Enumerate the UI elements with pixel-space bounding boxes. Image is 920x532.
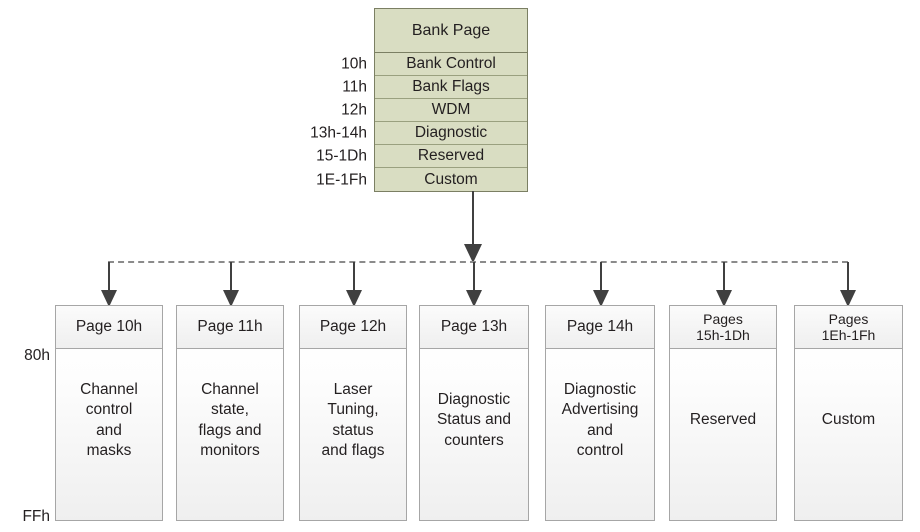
page-box-body-14h: Diagnostic Advertising and control: [561, 380, 639, 459]
bank-page-header: Bank Page: [375, 9, 527, 53]
page-box-body-11h: Channel state, flags and monitors: [198, 380, 262, 459]
trunk-connector-line: [472, 191, 474, 247]
page-box-title-11h: Page 11h: [177, 306, 283, 349]
bank-row-label-reserved: Reserved: [417, 147, 485, 165]
bank-row-label-bank-flags: Bank Flags: [412, 78, 490, 96]
page-box-15h-1dh[interactable]: Pages 15h-1Dh Reserved: [669, 305, 777, 521]
bank-row-address-12h: 12h: [341, 101, 367, 119]
bank-row-address-13h-14h: 13h-14h: [310, 124, 367, 142]
bank-row-label-bank-control: Bank Control: [406, 55, 496, 73]
page-box-title-1eh-1fh: Pages 1Eh-1Fh: [795, 306, 902, 349]
page-box-14h[interactable]: Page 14h Diagnostic Advertising and cont…: [545, 305, 655, 521]
page-box-title-15h-1dh: Pages 15h-1Dh: [670, 306, 776, 349]
page-box-12h[interactable]: Page 12h Laser Tuning, status and flags: [299, 305, 407, 521]
page-box-body-1eh-1fh: Custom: [821, 411, 876, 429]
bank-page-table: Bank Page 10h Bank Control 11h Bank Flag…: [310, 8, 528, 192]
bank-row-custom: 1E-1Fh Custom: [316, 168, 527, 191]
drop-arrow-icon-page-13h: [466, 290, 482, 307]
drop-line-pages-15h-1dh: [723, 262, 725, 294]
drop-line-page-14h: [600, 262, 602, 294]
drop-arrow-icon-page-10h: [101, 290, 117, 307]
dashed-bus-line: [108, 261, 848, 263]
bank-row-bank-flags: 11h Bank Flags: [342, 76, 527, 99]
drop-line-pages-1eh-1fh: [847, 262, 849, 294]
bank-page-header-label: Bank Page: [411, 21, 491, 39]
bank-row-bank-control: 10h Bank Control: [341, 53, 527, 76]
page-box-title-10h: Page 10h: [56, 306, 162, 349]
page-box-body-13h: Diagnostic Status and counters: [436, 390, 512, 449]
trunk-arrow-icon: [464, 244, 482, 263]
bank-row-label-diagnostic: Diagnostic: [414, 124, 488, 142]
bank-row-address-10h: 10h: [341, 55, 367, 73]
page-box-11h[interactable]: Page 11h Channel state, flags and monito…: [176, 305, 284, 521]
bank-row-wdm: 12h WDM: [341, 99, 527, 122]
drop-line-page-12h: [353, 262, 355, 294]
bank-row-label-wdm: WDM: [431, 101, 471, 119]
drop-line-page-10h: [108, 262, 110, 294]
address-label-80h: 80h: [24, 347, 50, 364]
page-box-title-12h: Page 12h: [300, 306, 406, 349]
page-box-body-15h-1dh: Reserved: [689, 411, 757, 429]
drop-arrow-icon-page-12h: [346, 290, 362, 307]
drop-arrow-icon-page-14h: [593, 290, 609, 307]
bank-row-address-1e-1fh: 1E-1Fh: [316, 170, 367, 188]
bank-row-diagnostic: 13h-14h Diagnostic: [310, 122, 527, 145]
bank-row-reserved: 15-1Dh Reserved: [316, 145, 527, 168]
page-box-13h[interactable]: Page 13h Diagnostic Status and counters: [419, 305, 529, 521]
page-box-body-12h: Laser Tuning, status and flags: [321, 380, 385, 459]
bank-row-address-15-1dh: 15-1Dh: [316, 147, 367, 165]
bank-row-address-11h: 11h: [342, 78, 367, 96]
address-label-ffh: FFh: [22, 508, 50, 525]
page-box-body-10h: Channel control and masks: [80, 380, 138, 459]
page-box-title-13h: Page 13h: [420, 306, 528, 349]
drop-arrow-icon-pages-1eh-1fh: [840, 290, 856, 307]
bank-row-label-custom: Custom: [424, 170, 478, 188]
page-box-title-14h: Page 14h: [546, 306, 654, 349]
drop-line-page-11h: [230, 262, 232, 294]
drop-arrow-icon-page-11h: [223, 290, 239, 307]
page-box-1eh-1fh[interactable]: Pages 1Eh-1Fh Custom: [794, 305, 903, 521]
drop-arrow-icon-pages-15h-1dh: [716, 290, 732, 307]
drop-line-page-13h: [473, 262, 475, 294]
page-box-10h[interactable]: Page 10h Channel control and masks: [55, 305, 163, 521]
